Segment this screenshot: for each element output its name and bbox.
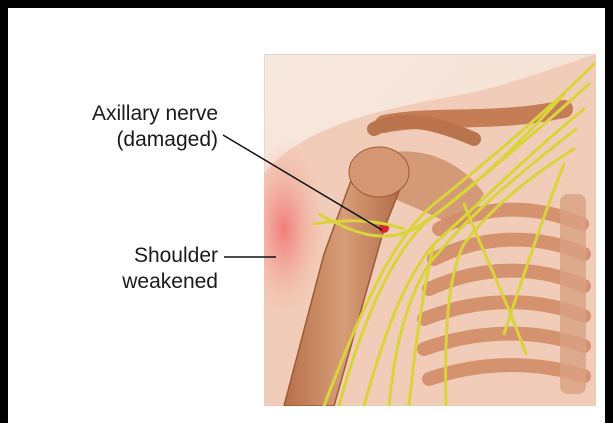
axillary-nerve-label-line1: Axillary nerve: [92, 102, 218, 125]
axillary-nerve-leader-line: [223, 135, 382, 230]
leader-lines: [8, 8, 613, 431]
axillary-nerve-label-line2: (damaged): [116, 128, 218, 151]
shoulder-label: Shoulder weakened: [60, 243, 218, 295]
axillary-nerve-label: Axillary nerve (damaged): [60, 101, 218, 153]
shoulder-label-line1: Shoulder: [134, 244, 218, 267]
shoulder-label-line2: weakened: [122, 270, 218, 293]
